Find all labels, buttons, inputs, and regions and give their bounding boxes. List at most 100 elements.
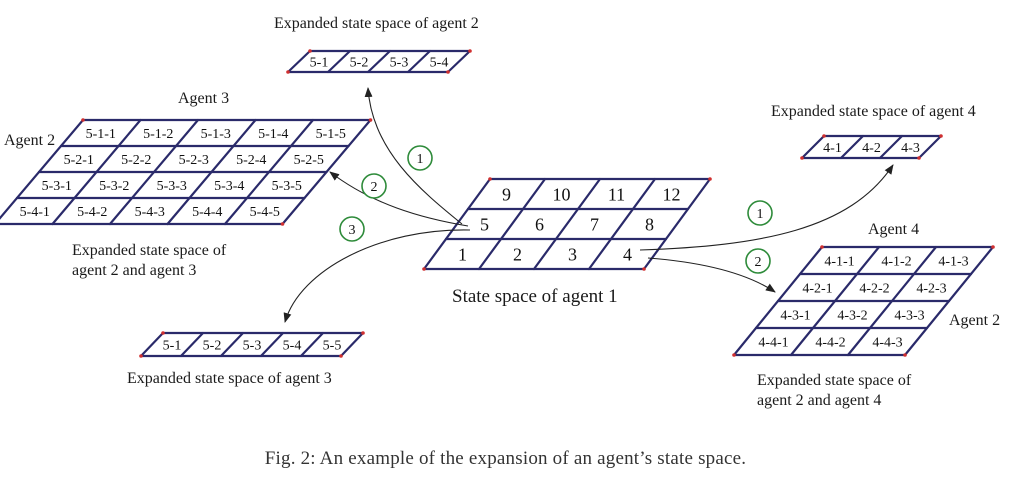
grid-cell-label: 12 [663, 184, 681, 204]
grid-cell-label: 5-4-1 [20, 205, 50, 220]
grid-col-line [108, 118, 200, 226]
grid-cell-label: 4-3-3 [894, 309, 924, 324]
grid-col-line [339, 331, 365, 358]
grid-col-line [587, 177, 657, 271]
grid-cell-label: 5-4 [283, 339, 302, 354]
agent4-expanded-grid: 4-1 4-2 4-3 [800, 134, 943, 160]
agent24-caption-line1: Expanded state space of [757, 372, 912, 389]
grid-cell-label: 4-3-1 [780, 309, 810, 324]
grid-corner-dot [339, 354, 343, 358]
grid-corner-dot [822, 134, 826, 138]
grid-corner-dot [708, 177, 712, 181]
grid-cell-label: 5-3-4 [214, 179, 244, 194]
grid-cell-label: 4-4-2 [815, 336, 845, 351]
grid-cell-label: 5-2 [203, 339, 222, 354]
grid-corner-dot [917, 156, 921, 160]
grid-col-line [800, 134, 826, 160]
grid-cell-label: 5-1-5 [316, 127, 346, 142]
grid-cell-label: 5-4-3 [135, 205, 165, 220]
grid-cell-label: 4-2-1 [802, 282, 832, 297]
grid-cell-label: 4-3 [901, 141, 920, 156]
grid-cell-label: 3 [568, 244, 577, 264]
arrow-to-agent23-space [329, 171, 469, 227]
grid-corner-dot [81, 118, 85, 122]
grid-cell-label: 1 [458, 244, 467, 264]
agent23-caption-line1: Expanded state space of [72, 242, 227, 259]
grid-cell-label: 5-2-1 [64, 153, 94, 168]
agent2-axis-label-right: Agent 2 [949, 312, 1001, 329]
grid-cell-label: 5-2-4 [236, 153, 266, 168]
agent2-space-title: Expanded state space of agent 2 [274, 15, 479, 32]
agent4-space-title: Expanded state space of agent 4 [771, 103, 976, 120]
grid-corner-dot [422, 267, 426, 271]
grid-cell-label: 5-4 [430, 56, 449, 71]
grid-col-line [917, 134, 943, 160]
grid-cell-label: 5-3-5 [272, 179, 302, 194]
grid-cell-label: 5 [480, 214, 489, 234]
grid-cell-label: 4-4-3 [872, 336, 902, 351]
grid-cell-label: 11 [608, 184, 625, 204]
grid-cell-label: 5-3 [243, 339, 262, 354]
grid-cell-label: 5-3-1 [42, 179, 72, 194]
agent24-caption-line2: agent 2 and agent 4 [757, 392, 882, 409]
grid-col-line [903, 245, 995, 357]
agent3-space-caption: Expanded state space of agent 3 [127, 370, 332, 387]
grid-col-line [0, 118, 85, 220]
step-badge-label: 2 [755, 255, 762, 270]
grid-col-line [789, 245, 881, 357]
grid-corner-dot [800, 156, 804, 160]
grid-corner-dot [991, 245, 995, 249]
step-badge-label: 1 [417, 152, 424, 167]
grid-cell-label: 5-2-3 [179, 153, 209, 168]
grid-cell-label: 4-4-1 [758, 336, 788, 351]
grid-corner-dot [939, 134, 943, 138]
grid-cell-label: 8 [645, 214, 654, 234]
grid-cell-label: 5-1-3 [201, 127, 231, 142]
grid-corner-dot [642, 267, 646, 271]
grid-col-line [259, 331, 285, 358]
grid-col-line [532, 177, 602, 271]
grid-cell-label: 5-5 [323, 339, 342, 354]
step-badge-label: 3 [349, 223, 356, 238]
step-badge-2-right: 2 [745, 248, 771, 274]
grid-col-line [839, 134, 865, 160]
grid-cell-label: 2 [513, 244, 522, 264]
grid-cell-label: 5-3 [390, 56, 409, 71]
arrow-to-agent4-space [639, 164, 894, 251]
grid-col-line [477, 177, 547, 271]
grid-col-line [286, 49, 312, 74]
grid-col-line [223, 118, 315, 226]
grid-corner-dot [308, 49, 312, 53]
step-badge-2-left: 2 [361, 173, 387, 199]
grid-cell-label: 4-1 [823, 141, 842, 156]
grid-corner-dot [161, 331, 165, 335]
grid-cell-label: 4-2 [862, 141, 881, 156]
grid-cell-label: 5-4-5 [250, 205, 280, 220]
grid-col-line [732, 245, 824, 357]
step-badge-label: 2 [371, 180, 378, 195]
grid-col-line [139, 331, 165, 358]
grid-cell-label: 5-3-2 [99, 179, 129, 194]
grid-corner-dot [820, 245, 824, 249]
grid-corner-dot [903, 353, 907, 357]
badges-layer: 1 2 3 1 2 [339, 145, 773, 274]
grid-col-line [846, 245, 938, 357]
grid-cell-label: 9 [502, 184, 511, 204]
step-badge-1-right: 1 [747, 200, 773, 226]
grid-corner-dot [280, 222, 285, 226]
arrow-to-agent2-space [364, 87, 463, 225]
agent4-axis-label: Agent 4 [868, 221, 920, 238]
grid-cell-label: 4-1-1 [824, 255, 854, 270]
arrows-layer [283, 87, 894, 323]
grid-col-line [878, 134, 904, 160]
grid-col-line [51, 118, 142, 226]
grid-col-line [642, 177, 712, 271]
grid-cell-label: 7 [590, 214, 599, 234]
